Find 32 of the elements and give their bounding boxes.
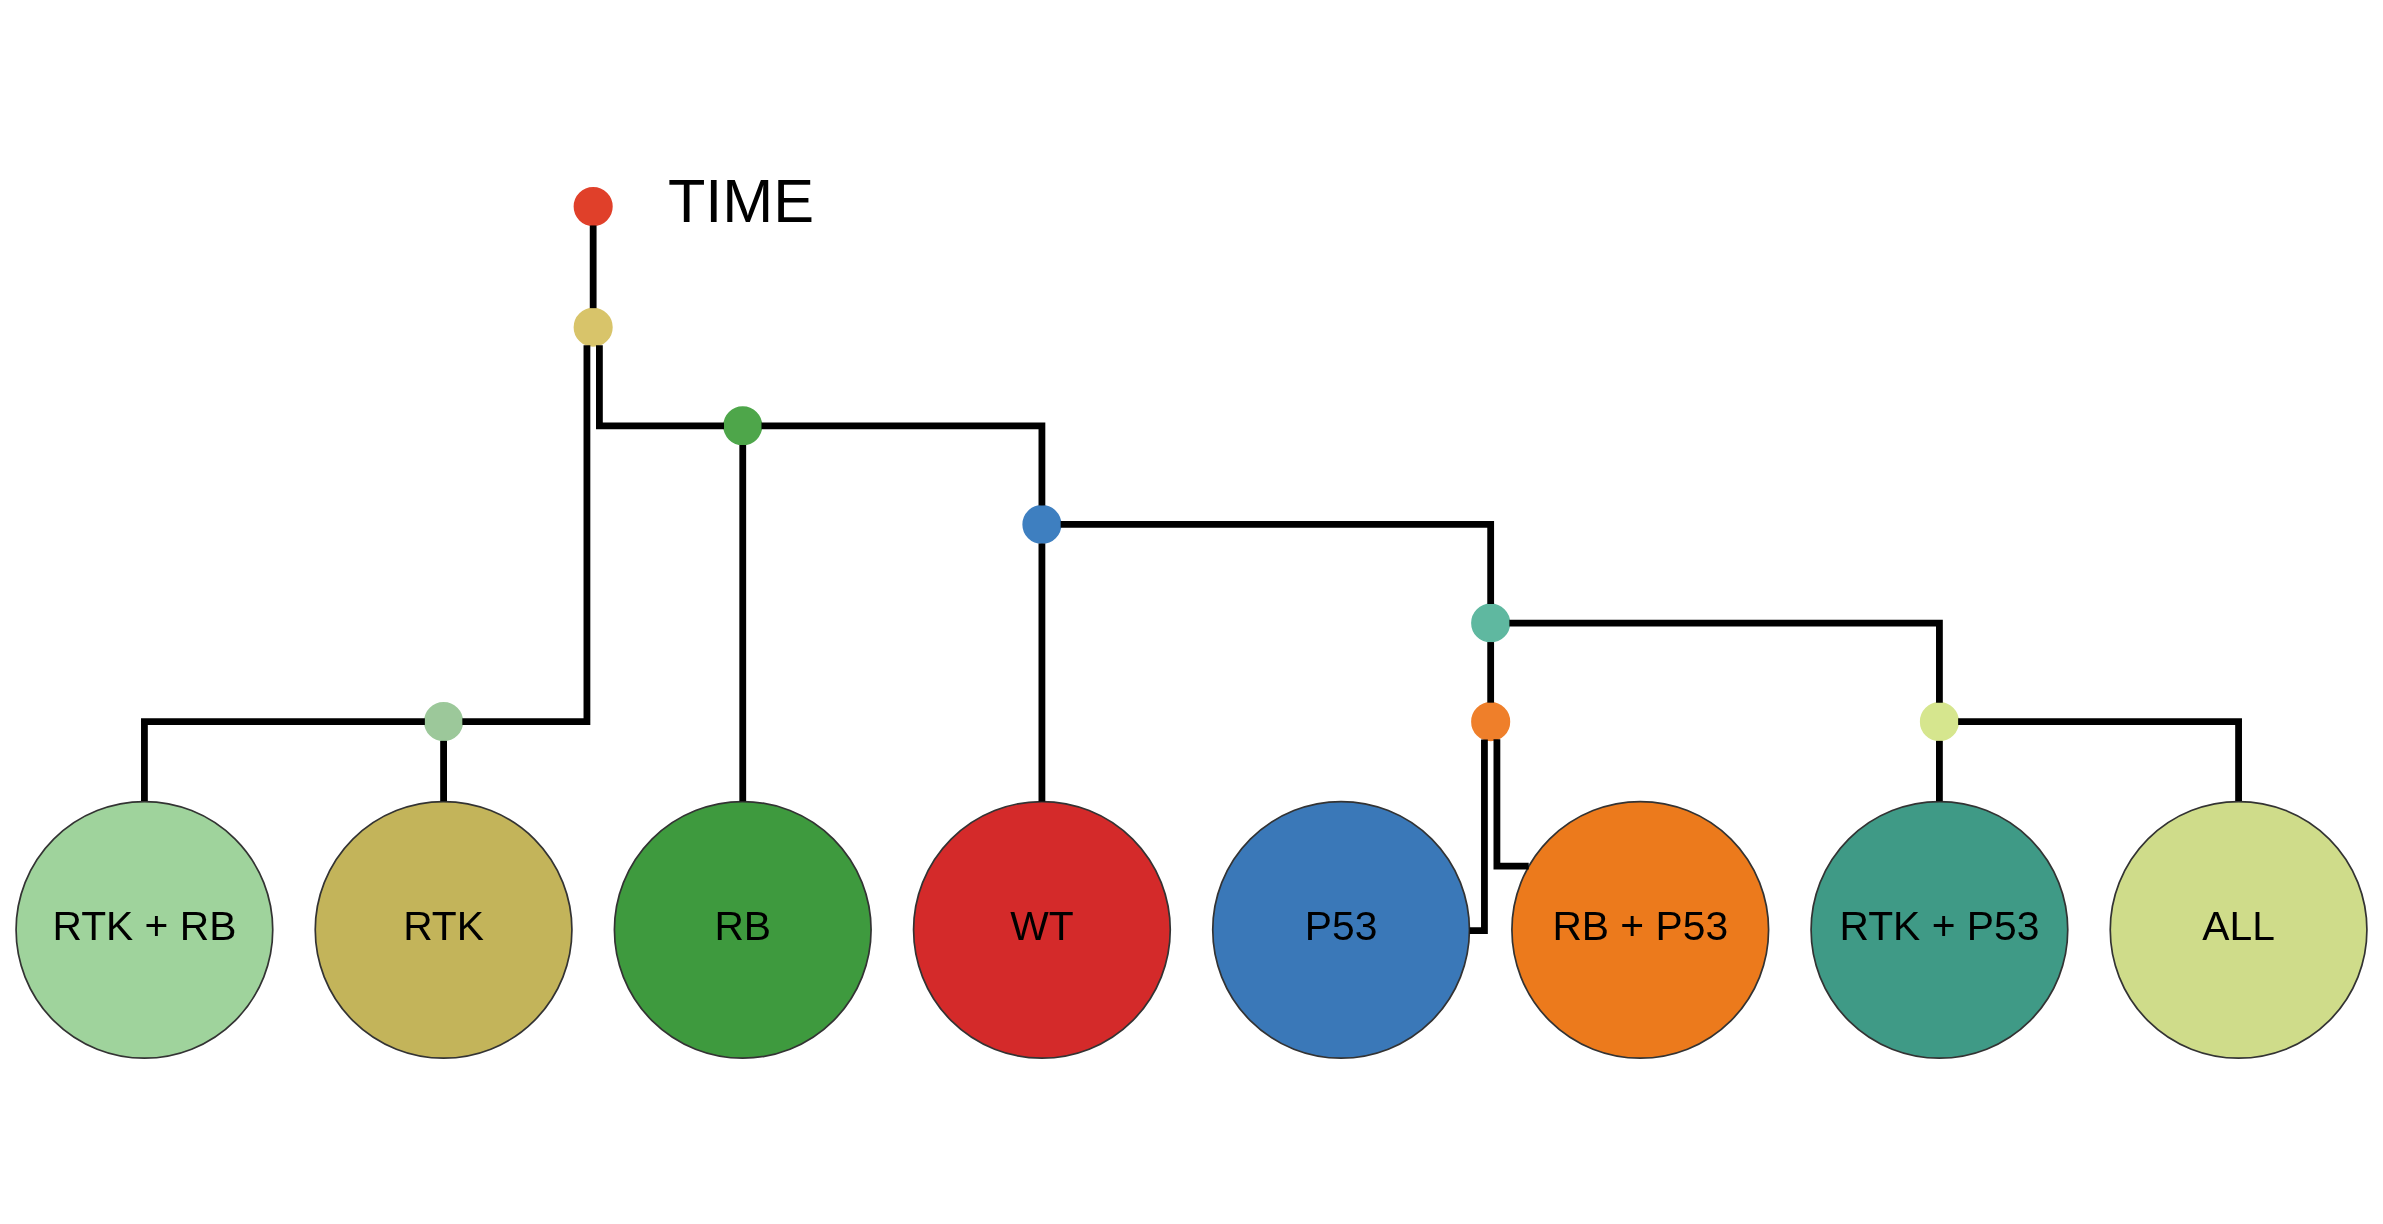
node-circle: RB + P53 <box>1511 800 1770 1060</box>
node-circle <box>1471 603 1511 643</box>
connector <box>739 445 747 802</box>
node-circle <box>573 187 613 227</box>
connector <box>1958 718 2242 801</box>
connector <box>462 345 591 726</box>
node-circle <box>1471 702 1511 742</box>
node-circle <box>424 702 464 742</box>
connector <box>589 225 597 309</box>
connector <box>1469 739 1488 935</box>
node-circle <box>723 406 763 446</box>
connector <box>761 422 1046 506</box>
connector <box>596 345 724 430</box>
connector <box>1493 739 1529 870</box>
node-circle <box>573 307 613 347</box>
node-circle: RTK + RB <box>15 800 274 1060</box>
node-circle: RTK + P53 <box>1810 800 2069 1060</box>
label: TIME <box>667 166 815 235</box>
node-circle: WT <box>912 800 1172 1060</box>
node-circle <box>1919 702 1959 742</box>
connector <box>440 740 447 802</box>
node-circle: P53 <box>1211 800 1471 1060</box>
connector <box>1038 543 1046 802</box>
connector <box>1487 642 1495 703</box>
node-circle: RTK <box>314 800 573 1060</box>
node-circle: ALL <box>2109 800 2368 1060</box>
connector <box>1936 740 1943 802</box>
connector <box>1509 619 1943 703</box>
connector <box>1060 521 1495 605</box>
node-circle <box>1022 504 1062 544</box>
connector <box>141 718 425 801</box>
node-circle: RB <box>613 800 872 1060</box>
